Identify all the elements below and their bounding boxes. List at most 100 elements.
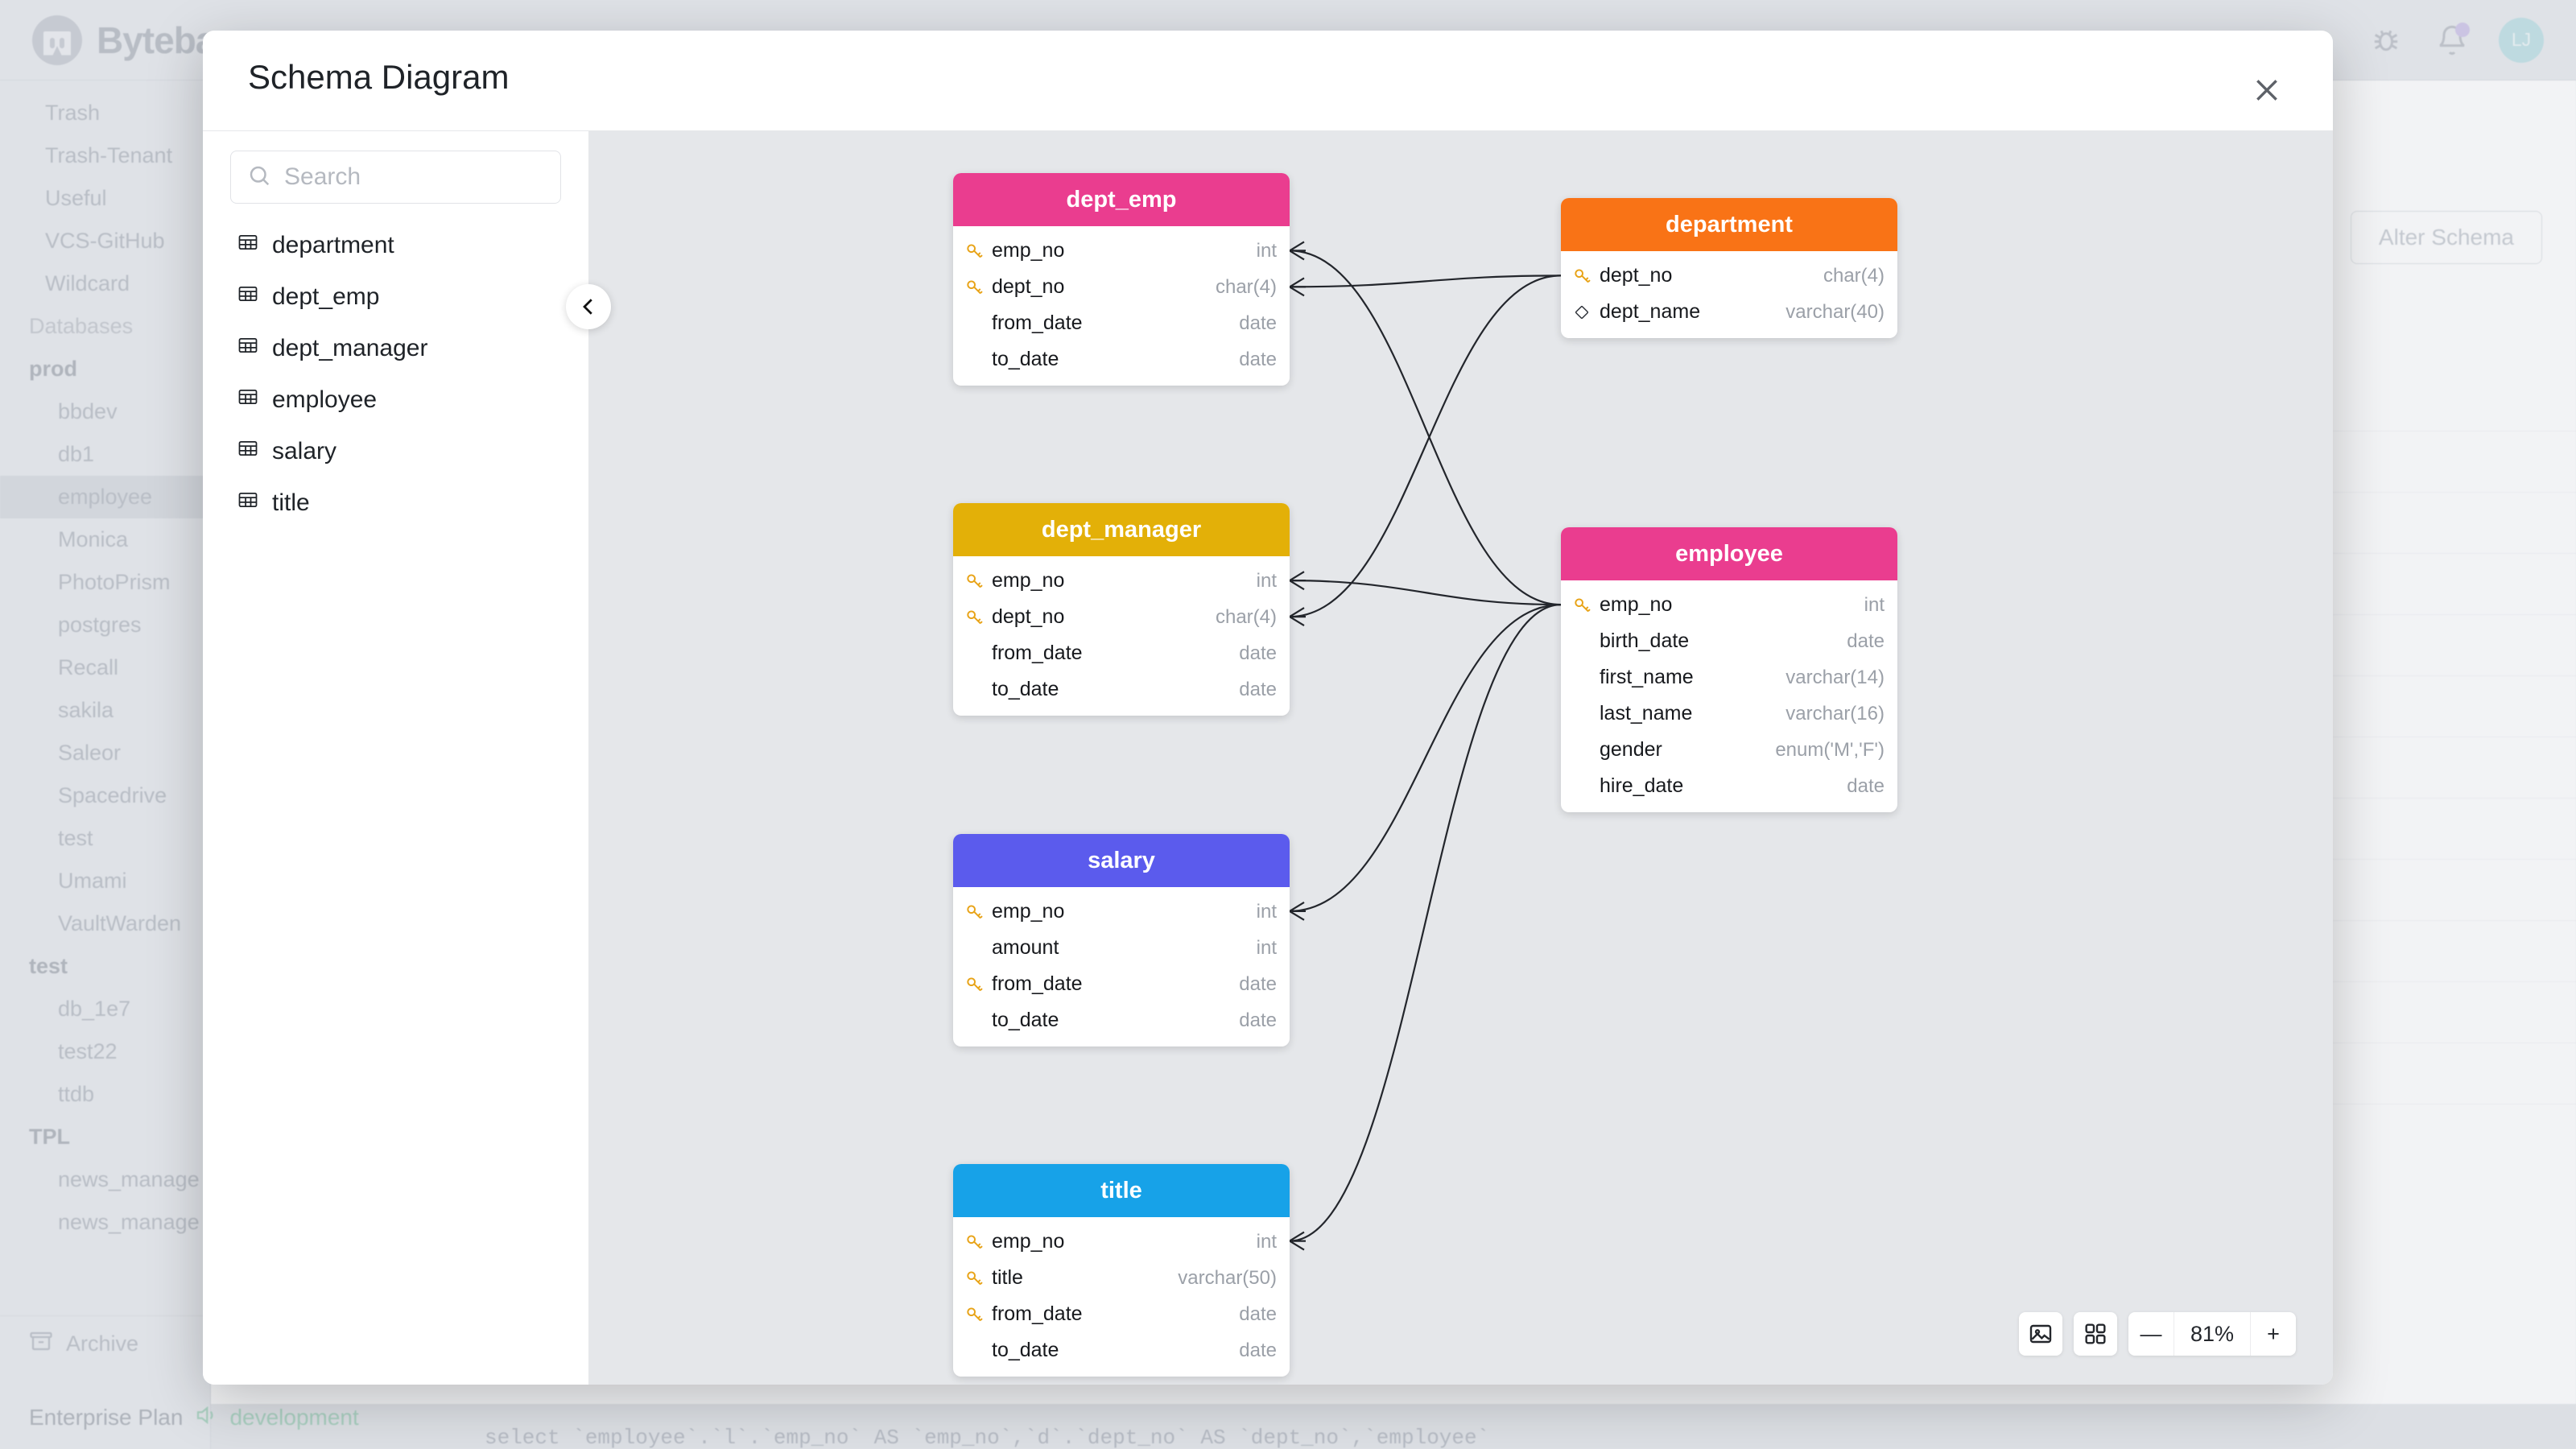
column-name: amount [992, 936, 1059, 959]
alter-schema-button[interactable]: Alter Schema [2350, 211, 2542, 264]
sidebar-item-saleor[interactable]: Saleor [58, 741, 122, 765]
sidebar-item-tpl[interactable]: TPL [29, 1125, 70, 1149]
primary-key-icon [964, 277, 992, 298]
table-icon [237, 489, 259, 518]
sql-preview-text: select `employee`.`l`.`emp_no` AS `emp_n… [211, 1404, 2576, 1449]
sidebar-item-postgres[interactable]: postgres [58, 613, 142, 637]
primary-key-icon [1572, 266, 1600, 287]
sidebar-item-db1[interactable]: db1 [58, 442, 95, 466]
grid-icon[interactable] [2074, 1312, 2117, 1356]
sidebar-item-useful[interactable]: Useful [45, 186, 107, 210]
topbar-actions: LJ [2367, 17, 2544, 63]
bug-icon[interactable] [2367, 21, 2405, 60]
table-list-item-dept_manager[interactable]: dept_manager [230, 323, 561, 374]
sidebar-item-test[interactable]: test [58, 826, 93, 850]
search-input[interactable] [284, 163, 544, 191]
avatar[interactable]: LJ [2499, 17, 2544, 63]
sidebar-item-archive[interactable]: Archive [0, 1315, 210, 1372]
column-name: to_date [992, 678, 1059, 700]
sidebar-item-photoprism[interactable]: PhotoPrism [58, 570, 171, 594]
table-icon [237, 386, 259, 415]
table-list-item-department[interactable]: department [230, 220, 561, 271]
sidebar-item-test22[interactable]: test22 [58, 1039, 118, 1063]
table-node-title: employee [1561, 527, 1897, 580]
sidebar-item-trash[interactable]: Trash [45, 101, 101, 125]
sidebar-item-bbdev[interactable]: bbdev [58, 399, 118, 423]
table-list-item-label: salary [272, 438, 337, 464]
column-name: first_name [1600, 666, 1694, 688]
sidebar-item-db-1e7[interactable]: db_1e7 [58, 997, 131, 1021]
sidebar-item-vaultwarden[interactable]: VaultWarden [58, 911, 182, 935]
close-icon[interactable] [2246, 69, 2288, 111]
table-list-item-employee[interactable]: employee [230, 374, 561, 426]
column-type: char(4) [1215, 605, 1277, 628]
table-list-item-title[interactable]: title [230, 477, 561, 529]
primary-key-icon [1572, 595, 1600, 616]
column-name: emp_no [1600, 593, 1673, 616]
search-icon [247, 163, 271, 192]
column-type: int [1256, 936, 1277, 959]
primary-key-icon [964, 1304, 992, 1325]
column-type: date [1239, 1339, 1277, 1361]
table-list-item-label: dept_manager [272, 335, 428, 361]
sidebar-item-recall[interactable]: Recall [58, 655, 119, 679]
table-node-title: dept_manager [953, 503, 1290, 556]
sidebar-item-wildcard[interactable]: Wildcard [45, 271, 130, 295]
sidebar-item-test[interactable]: test [29, 954, 68, 978]
sidebar-item-spacedrive[interactable]: Spacedrive [58, 783, 167, 807]
zoom-out-button[interactable]: — [2140, 1321, 2162, 1346]
sidebar-item-employee[interactable]: employee [0, 476, 210, 518]
sidebar-item-prod[interactable]: prod [29, 357, 77, 381]
column-name: from_date [992, 1302, 1083, 1325]
zoom-in-button[interactable]: + [2267, 1321, 2280, 1346]
sidebar-item-trash-tenant[interactable]: Trash-Tenant [45, 143, 173, 167]
table-icon [237, 283, 259, 312]
search-box[interactable] [230, 151, 561, 204]
table-icon [237, 334, 259, 363]
column-name: birth_date [1600, 630, 1690, 652]
sidebar-item-news-manage[interactable]: news_manage [58, 1167, 200, 1191]
column-type: int [1864, 593, 1885, 616]
sidebar-item-news-manage[interactable]: news_manage [58, 1210, 200, 1234]
sidebar-item-sakila[interactable]: sakila [58, 698, 114, 722]
table-list-item-dept_emp[interactable]: dept_emp [230, 271, 561, 323]
primary-key-icon [964, 974, 992, 995]
collapse-panel-button[interactable] [566, 284, 611, 329]
app-footer: Enterprise Plan development [0, 1386, 2576, 1449]
column-type: date [1239, 1302, 1277, 1325]
tables-panel: department dept_emp dept_manager employee sa… [203, 130, 611, 1385]
table-list-item-salary[interactable]: salary [230, 426, 561, 477]
sidebar-item-monica[interactable]: Monica [58, 527, 129, 551]
table-list-item-label: department [272, 232, 394, 258]
column-name: to_date [992, 1339, 1059, 1361]
sidebar-item-ttdb[interactable]: ttdb [58, 1082, 95, 1106]
column-name: title [992, 1266, 1023, 1289]
column-name: from_date [992, 312, 1083, 334]
image-icon[interactable] [2019, 1312, 2062, 1356]
column-type: char(4) [1215, 275, 1277, 298]
column-type: date [1239, 678, 1277, 700]
column-name: to_date [992, 348, 1059, 370]
edge-arrow [1289, 1231, 1306, 1251]
column-type: enum('M','F') [1775, 738, 1885, 761]
table-column-row: to_date date [953, 1332, 1290, 1368]
sidebar-item-umami[interactable]: Umami [58, 869, 127, 893]
sidebar-item-vcs-github[interactable]: VCS-GitHub [45, 229, 165, 253]
table-node-title: title [953, 1164, 1290, 1217]
bell-icon[interactable] [2433, 21, 2471, 60]
